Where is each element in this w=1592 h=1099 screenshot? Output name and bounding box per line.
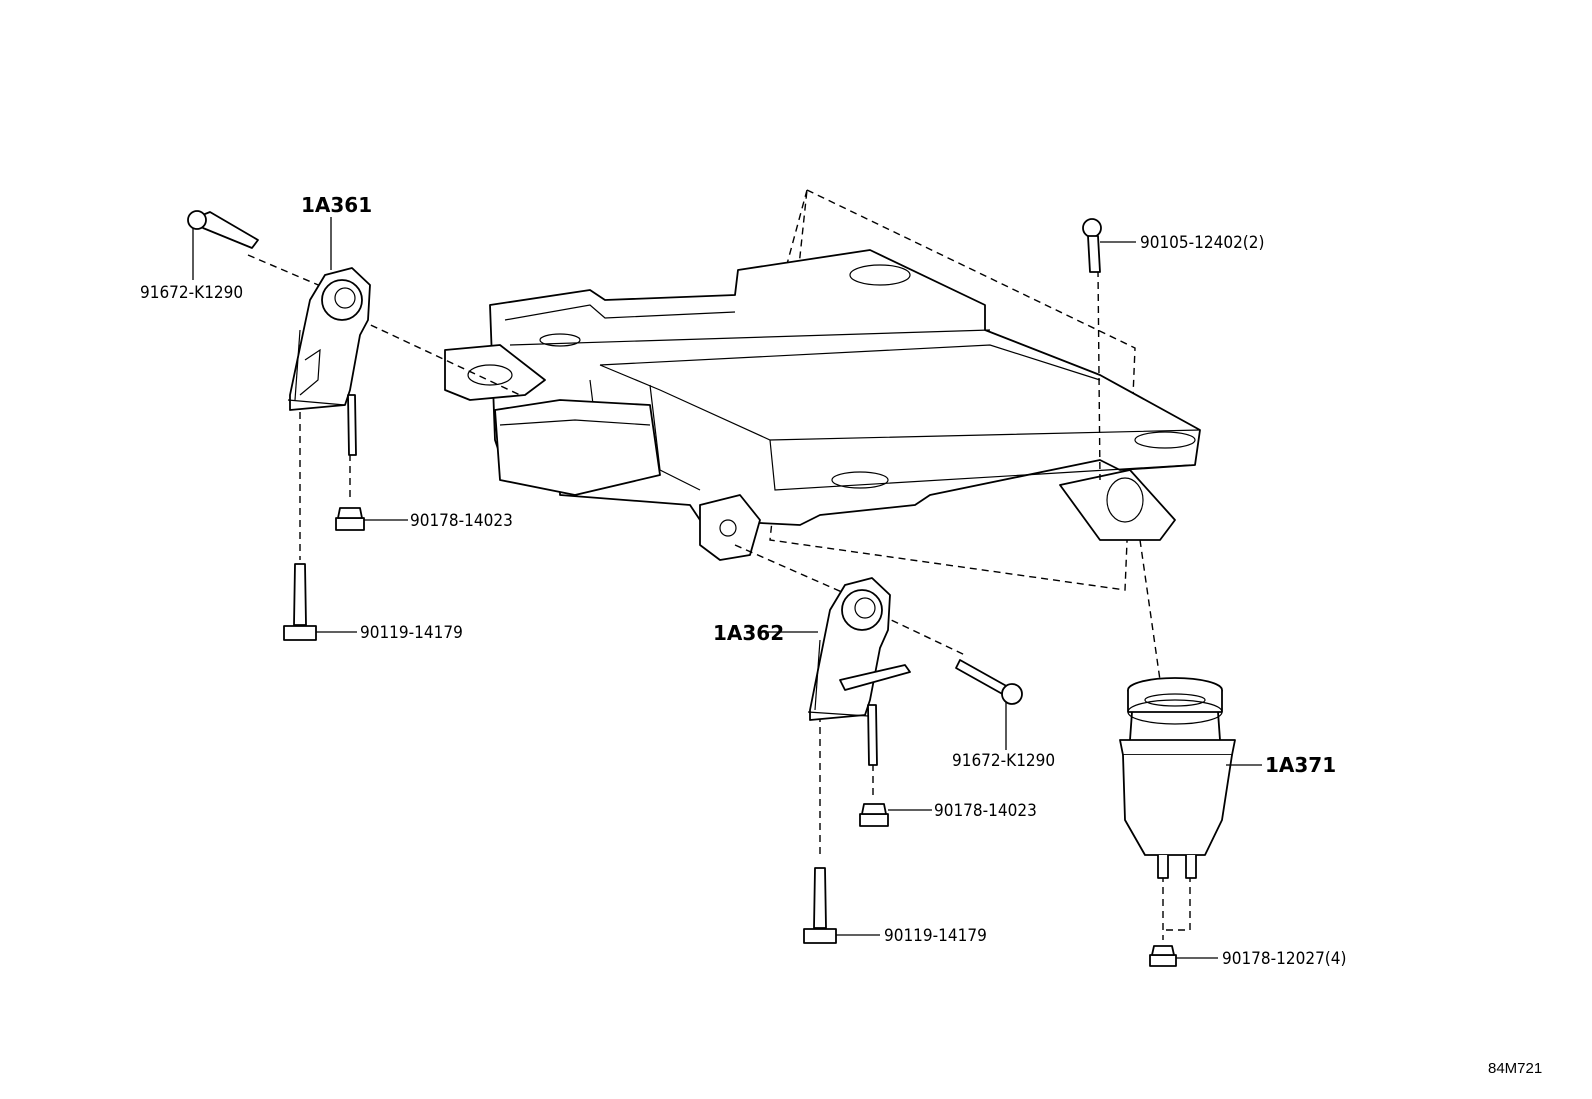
stud-90119-left: [283, 563, 317, 641]
stud-90119-mid: [803, 867, 837, 944]
callout-91672-k1290-mid: 91672-K1290: [952, 751, 1055, 771]
callout-1a371: 1A371: [1265, 753, 1336, 777]
bolt-91672-left: [187, 210, 259, 249]
callout-90178-12027: 90178-12027(4): [1222, 949, 1346, 969]
mount-1a371: [1119, 677, 1236, 879]
bolt-90105: [1082, 218, 1102, 273]
subframe: [444, 188, 1201, 591]
leader-lines: [192, 217, 1262, 959]
mount-1a361: [287, 267, 371, 456]
callout-90119-14179-mid: 90119-14179: [884, 926, 987, 946]
callout-1a362: 1A362: [713, 621, 784, 645]
nut-90178-mid: [859, 803, 889, 827]
bolt-91672-mid: [955, 659, 1023, 705]
callout-1a361: 1A361: [301, 193, 372, 217]
assembly-lines: [247, 254, 1191, 940]
drawing-code: 84M721: [1488, 1060, 1542, 1077]
callout-90178-14023-left: 90178-14023: [410, 511, 513, 531]
nut-90178-left: [335, 507, 365, 531]
callout-90119-14179-left: 90119-14179: [360, 623, 463, 643]
callout-90178-14023-mid: 90178-14023: [934, 801, 1037, 821]
nut-90178-right: [1149, 945, 1177, 967]
callout-90105-12402: 90105-12402(2): [1140, 233, 1264, 253]
callout-91672-k1290-left: 91672-K1290: [140, 283, 243, 303]
mount-1a362: [807, 577, 911, 766]
